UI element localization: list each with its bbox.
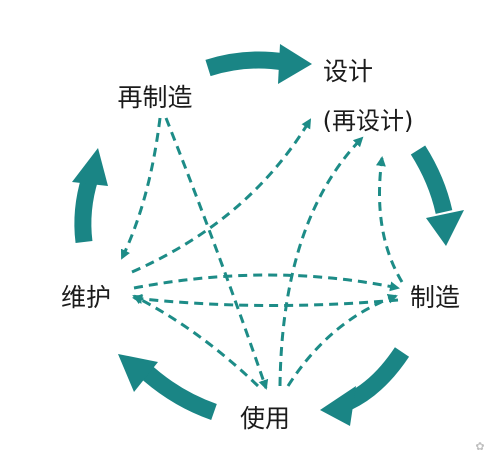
cycle-arrow-remanufacture-to-design-head — [278, 44, 312, 84]
dashed-arrow-remanufacture-to-use — [164, 117, 269, 390]
dashed-arrow-use-to-manufacture — [286, 294, 398, 387]
cycle-arrow-maintain-to-remanufacture-body — [74, 175, 99, 244]
cycle-arrow-use-to-maintain-body — [136, 361, 217, 421]
node-design-label: 设计 — [323, 57, 373, 86]
cycle-arrow-design-to-manufacture-head — [426, 210, 464, 246]
node-maintain-label: 维护 — [61, 283, 111, 312]
dashed-arrow-manufacture-to-design — [375, 156, 404, 283]
cycle-arrow-manufacture-to-use-body — [344, 347, 410, 410]
cycle-arrows — [72, 44, 464, 426]
cycle-arrow-design-to-manufacture-body — [410, 145, 453, 214]
dashed-arrow-manufacture-to-maintain — [132, 293, 399, 308]
cycle-arrow-manufacture-to-use-head — [320, 386, 356, 426]
dashed-arrow-use-to-design — [278, 136, 364, 387]
cycle-arrow-remanufacture-to-design-body — [205, 51, 286, 77]
cycle-arrow-maintain-to-remanufacture-head — [72, 148, 108, 186]
node-remanufacture-label: 再制造 — [117, 83, 192, 112]
dashed-arrows — [120, 117, 404, 390]
dashed-arrow-use-to-maintain — [132, 294, 260, 388]
node-manufacture-label: 制造 — [410, 283, 460, 312]
cycle-arrow-use-to-maintain-head — [118, 354, 158, 392]
corner-watermark-icon: ✿ — [475, 440, 484, 453]
dashed-arrow-maintain-to-design — [131, 118, 312, 274]
dashed-arrow-remanufacture-to-maintain — [120, 117, 162, 260]
dashed-arrow-maintain-to-manufacture — [133, 273, 400, 292]
node-use-label: 使用 — [240, 404, 290, 433]
node-design-sublabel: (再设计) — [323, 107, 414, 135]
